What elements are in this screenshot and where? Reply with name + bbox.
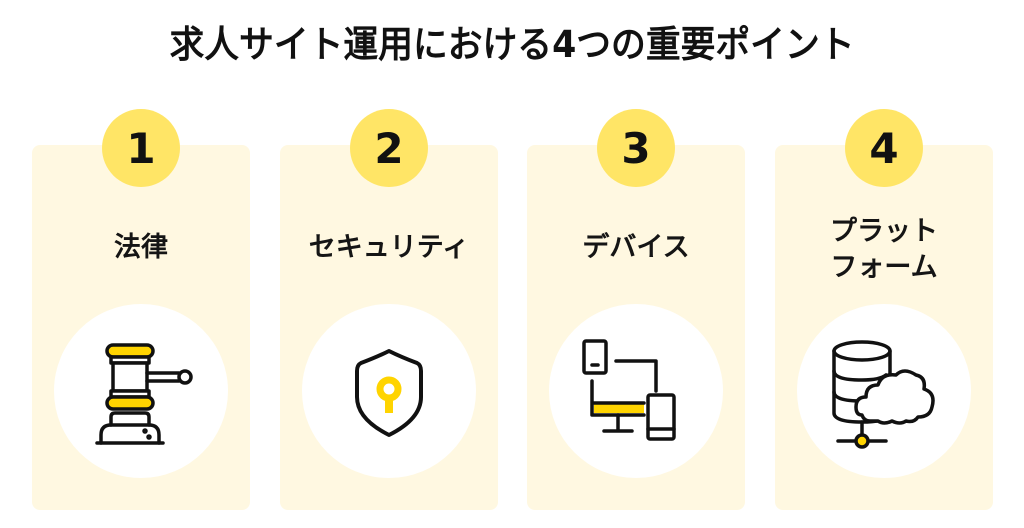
card-label-device: デバイス: [582, 232, 690, 263]
number-badge-4: 4: [845, 109, 923, 187]
page-title: 求人サイト運用における4つの重要ポイント: [169, 23, 855, 66]
shield-key-icon: [355, 349, 423, 437]
database-cloud-icon: [832, 340, 935, 449]
card-label-law: 法律: [114, 232, 168, 263]
gavel-icon: [95, 343, 193, 445]
card-label-platform-line1: プラット: [830, 216, 938, 247]
number-badge-2: 2: [350, 109, 428, 187]
devices-icon: [582, 339, 676, 441]
icon-circle-security: [302, 304, 476, 478]
card-label-platform-line2: フォーム: [830, 252, 938, 283]
icon-circle-law: [54, 304, 228, 478]
number-badge-1: 1: [102, 109, 180, 187]
icon-circle-platform: [797, 304, 971, 478]
card-label-security: セキュリティ: [308, 232, 470, 263]
number-badge-3: 3: [597, 109, 675, 187]
icon-circle-device: [549, 304, 723, 478]
